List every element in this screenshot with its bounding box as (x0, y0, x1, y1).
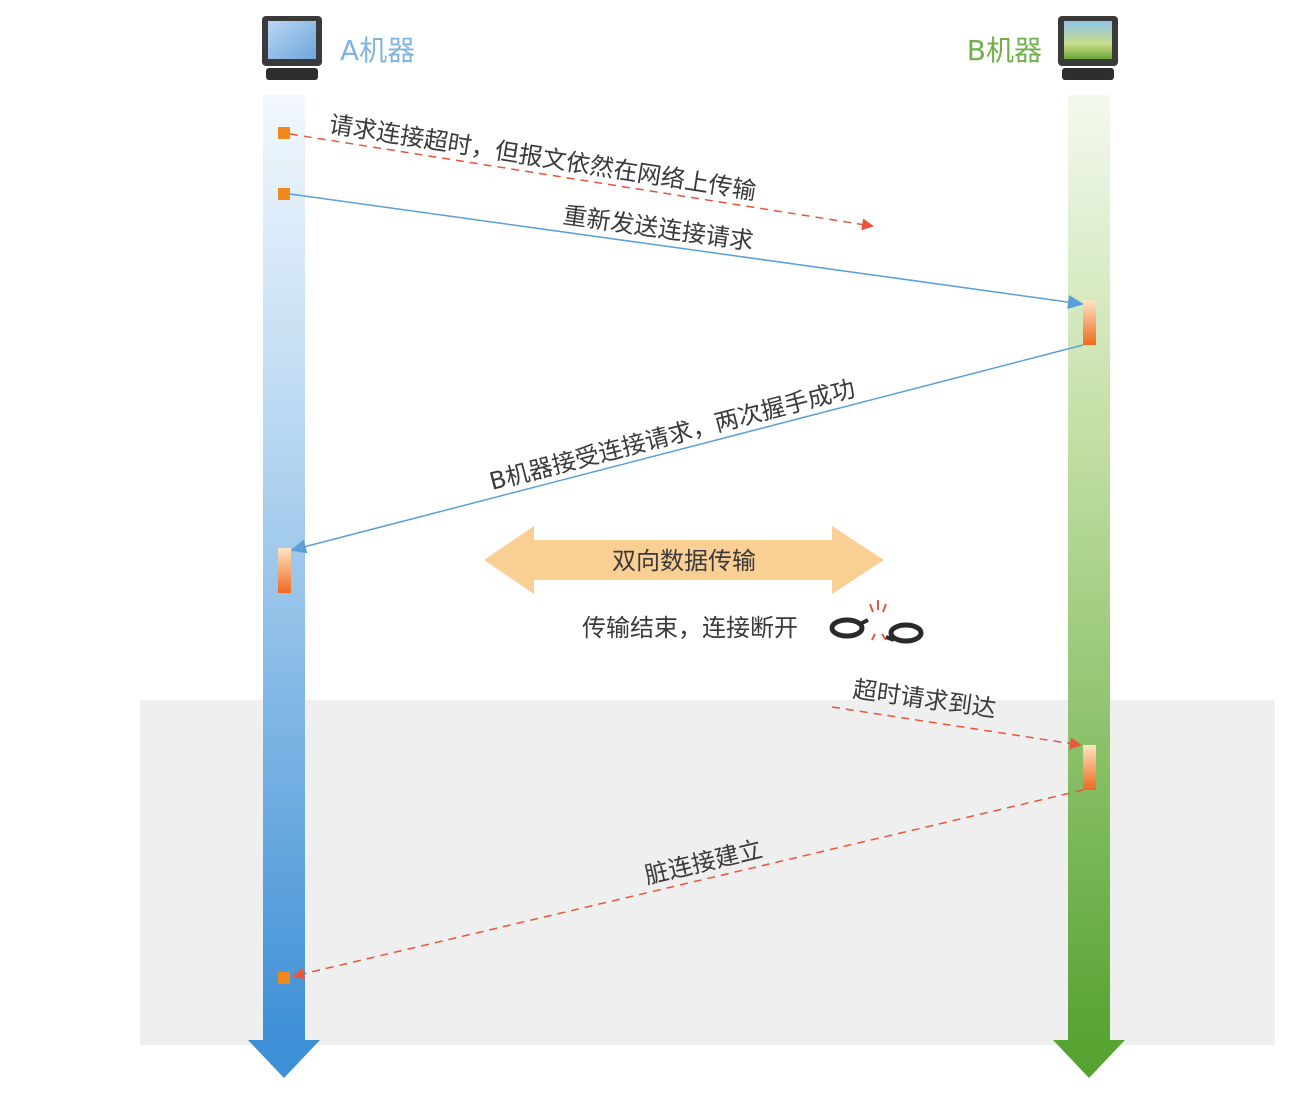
resend-request-arrow (289, 193, 1084, 310)
machine-b-title: B机器 (967, 34, 1042, 67)
lifeline-b (1053, 95, 1125, 1078)
send-marker (278, 127, 290, 139)
monitor-icon (262, 16, 322, 80)
monitor-icon (1058, 16, 1118, 80)
activation-bar (1083, 300, 1096, 345)
timeout-request-arrow (289, 133, 874, 231)
resend-request-label: 重新发送连接请求 (561, 201, 755, 255)
receive-marker (278, 972, 290, 984)
activation-bar (1083, 745, 1096, 790)
timeout-request-label: 请求连接超时，但报文依然在网络上传输 (327, 110, 758, 205)
bidirectional-transfer-arrow (484, 526, 884, 594)
dirty-connection-arrow (292, 789, 1084, 980)
machine-a-title: A机器 (340, 34, 415, 67)
close-label: 传输结束，连接断开 (582, 614, 798, 642)
accept-label: B机器接受连接请求，两次握手成功 (486, 374, 857, 495)
send-marker (278, 188, 290, 200)
accept-arrow (290, 344, 1084, 554)
broken-chain-icon (829, 600, 924, 644)
transfer-label: 双向数据传输 (612, 547, 756, 575)
activation-bar (278, 548, 291, 593)
